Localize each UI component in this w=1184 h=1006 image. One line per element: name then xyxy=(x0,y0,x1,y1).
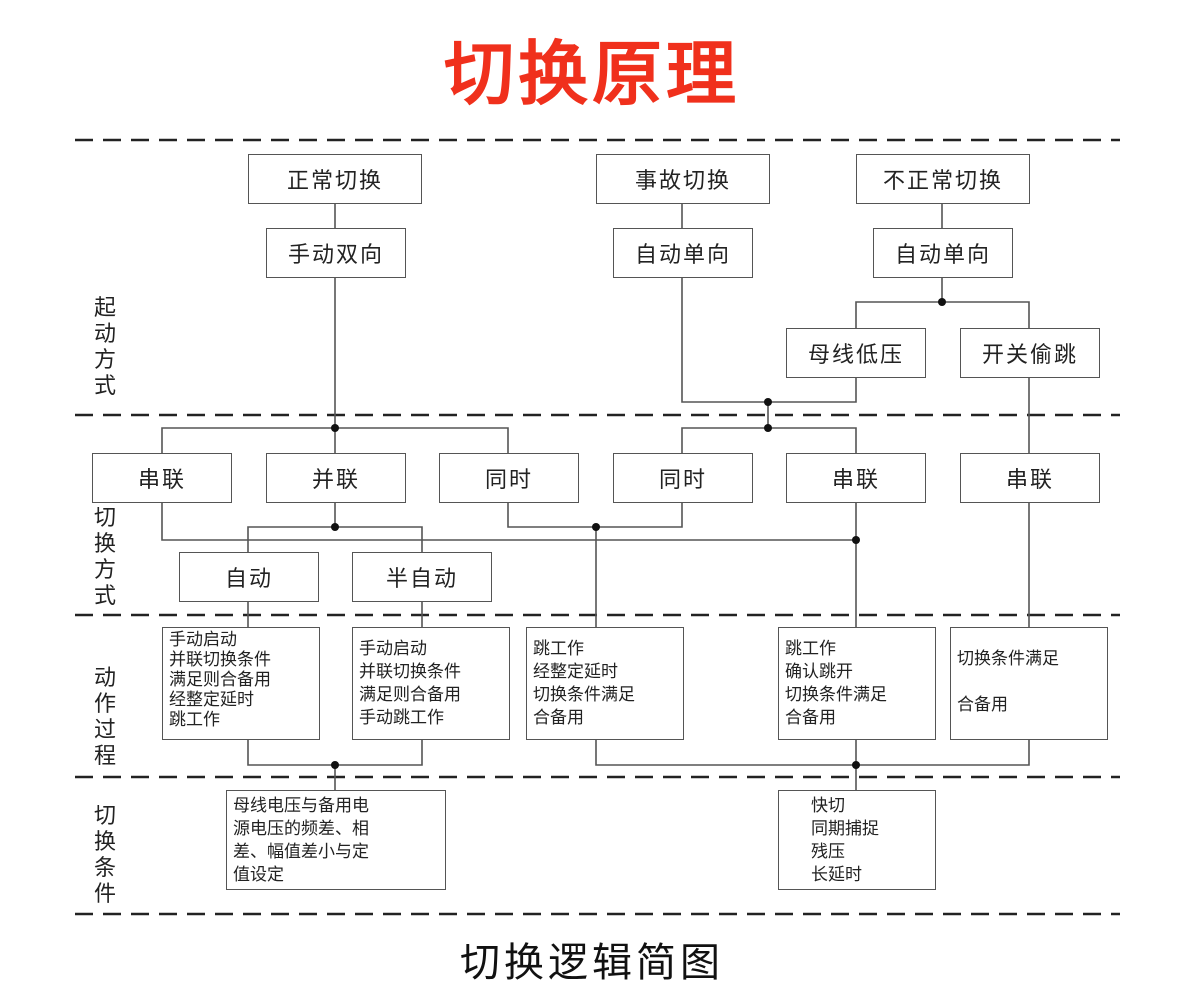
junction-dot xyxy=(852,536,860,544)
junction-dot xyxy=(764,424,772,432)
node-auto-unidirectional: 自动单向 xyxy=(613,228,753,278)
junction-dot xyxy=(938,298,946,306)
diagram-title: 切换原理 xyxy=(444,32,740,115)
node-fault-switch: 事故切换 xyxy=(596,154,770,204)
node-semi-auto: 半自动 xyxy=(352,552,492,602)
process-box: 手动启动 并联切换条件 满足则合备用 经整定延时 跳工作 xyxy=(162,627,320,740)
node-parallel: 并联 xyxy=(266,453,406,503)
junction-dot xyxy=(331,761,339,769)
process-box: 切换条件满足 合备用 xyxy=(950,627,1108,740)
node-series: 串联 xyxy=(92,453,232,503)
node-simultaneous: 同时 xyxy=(439,453,579,503)
node-simultaneous: 同时 xyxy=(613,453,753,503)
node-abnormal-switch: 不正常切换 xyxy=(856,154,1030,204)
junction-dot xyxy=(331,523,339,531)
node-normal-switch: 正常切换 xyxy=(248,154,422,204)
node-breaker-trip: 开关偷跳 xyxy=(960,328,1100,378)
node-auto: 自动 xyxy=(179,552,319,602)
junction-dot xyxy=(592,523,600,531)
diagram-caption: 切换逻辑简图 xyxy=(460,940,724,986)
node-manual-bidirectional: 手动双向 xyxy=(266,228,406,278)
section-label-process: 动 作 过 程 xyxy=(93,666,116,769)
condition-box: 母线电压与备用电 源电压的频差、相 差、幅值差小与定 值设定 xyxy=(226,790,446,890)
node-series: 串联 xyxy=(786,453,926,503)
process-box: 手动启动 并联切换条件 满足则合备用 手动跳工作 xyxy=(352,627,510,740)
process-box: 跳工作 确认跳开 切换条件满足 合备用 xyxy=(778,627,936,740)
condition-box: 快切 同期捕捉 残压 长延时 xyxy=(778,790,936,890)
section-label-method: 切 换 方 式 xyxy=(93,506,116,609)
section-label-start: 起 动 方 式 xyxy=(93,296,116,399)
junction-dot xyxy=(852,761,860,769)
junction-dot xyxy=(331,424,339,432)
node-series: 串联 xyxy=(960,453,1100,503)
node-bus-low-voltage: 母线低压 xyxy=(786,328,926,378)
node-auto-unidirectional: 自动单向 xyxy=(873,228,1013,278)
section-label-condition: 切 换 条 件 xyxy=(93,804,116,907)
process-box: 跳工作 经整定延时 切换条件满足 合备用 xyxy=(526,627,684,740)
junction-dot xyxy=(764,398,772,406)
